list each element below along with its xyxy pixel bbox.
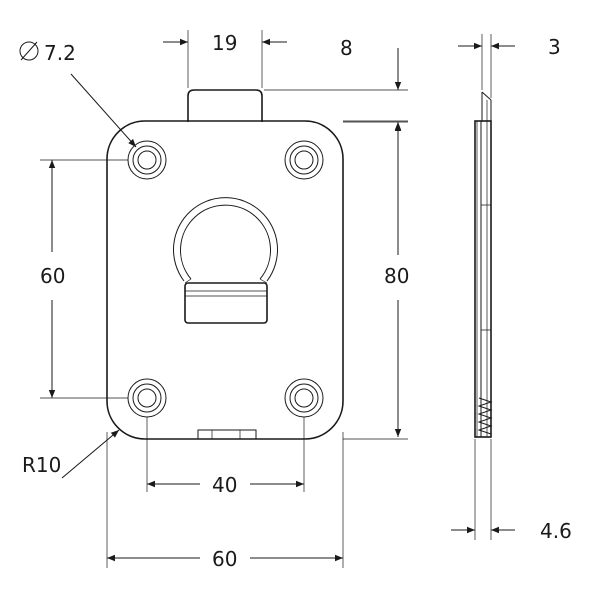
mounting-hole-top-right [284,140,324,180]
dim-plate-height: 80 [343,120,409,440]
side-view [474,91,493,438]
dim-tab-height: 8 [264,36,408,150]
mounting-hole-bottom-right [284,378,324,418]
side-plate [474,120,492,438]
front-view [106,89,344,440]
plate-height-label: 80 [384,264,409,288]
dim-corner-radius: R10 [22,429,120,479]
hole-diameter-label: 7.2 [44,41,76,65]
top-tab [187,89,263,122]
dim-hole-spacing-vertical: 60 [40,159,128,399]
dim-hole-spacing-horizontal: 40 [146,417,305,497]
plate-width-label: 60 [212,547,237,571]
plate-outline [106,120,344,440]
hole-spacing-horizontal-label: 40 [212,473,237,497]
hole-spacing-vertical-label: 60 [40,264,65,288]
side-top-thickness-label: 3 [548,35,561,59]
mounting-hole-bottom-left [127,378,167,418]
pull-ring [173,197,278,324]
side-total-thickness-label: 4.6 [540,519,572,543]
dim-side-top-thickness: 3 [458,34,561,98]
tab-width-label: 19 [212,31,237,55]
dim-side-total-thickness: 4.6 [451,439,572,543]
corner-radius-label: R10 [22,453,61,477]
dim-plate-width: 60 [106,432,344,571]
mounting-hole-top-left [127,140,167,180]
dim-tab-width: 19 [163,30,287,88]
tab-height-label: 8 [340,36,353,60]
spring-coil [477,397,493,435]
bottom-slot [197,429,257,439]
dim-hole-diameter: 7.2 [19,41,137,148]
